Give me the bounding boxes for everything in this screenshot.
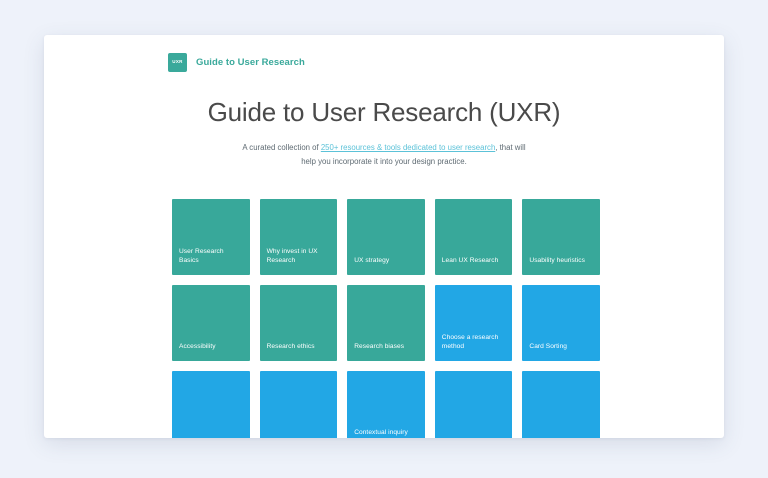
topic-tile[interactable]: Contextual inquiry (347, 371, 425, 438)
brand-logo-label: UXR (172, 58, 183, 64)
topic-tile-label: Card Sorting (529, 343, 568, 351)
topic-tile-label: UX strategy (354, 257, 390, 265)
hero-section: Guide to User Research (UXR) A curated c… (44, 97, 724, 168)
topic-tile-label: Contextual inquiry (354, 429, 408, 437)
topic-tile-grid: User Research Basics Why invest in UX Re… (172, 199, 600, 438)
topic-tile-label: Lean UX Research (441, 257, 499, 265)
resources-link[interactable]: 250+ resources & tools dedicated to user… (320, 143, 496, 153)
topic-tile[interactable]: Choose a research method (434, 285, 513, 361)
topic-tile-label: Research biases (354, 343, 405, 351)
topic-tile-label: Usability heuristics (529, 257, 585, 265)
topic-tile[interactable]: Lean UX Research (434, 199, 513, 275)
uxr-logo-icon: UXR (168, 52, 187, 72)
topic-tile[interactable] (522, 371, 600, 438)
topic-tile-label: Why invest in UX Research (266, 247, 318, 265)
site-header: UXR Guide to User Research (44, 35, 724, 89)
topic-tile[interactable]: Why invest in UX Research (259, 199, 338, 275)
topic-tile[interactable]: Research ethics (259, 285, 338, 361)
topic-tile[interactable]: UX strategy (347, 199, 425, 275)
topic-tile-label: Choose a research method (441, 333, 499, 351)
topic-tile[interactable]: Accessibility (172, 285, 250, 361)
topic-tile[interactable] (172, 371, 250, 438)
topic-tile[interactable]: Research biases (347, 285, 425, 361)
brand-name-label: Guide to User Research (196, 56, 305, 68)
subtitle-text-after: , that will help you incorporate it into… (301, 143, 526, 166)
topic-tile-label: Research ethics (266, 343, 315, 351)
topic-tile[interactable] (434, 371, 513, 438)
subtitle-text-before: A curated collection of (242, 143, 321, 153)
topic-tile-label: Accessibility (179, 343, 216, 351)
topic-tile-label: User Research Basics (179, 247, 224, 265)
topic-tile[interactable] (259, 371, 338, 438)
page-subtitle: A curated collection of 250+ resources &… (234, 141, 534, 168)
page-title: Guide to User Research (UXR) (207, 97, 561, 127)
topic-tile[interactable]: Usability heuristics (522, 199, 600, 275)
page-card: UXR Guide to User Research Guide to User… (44, 35, 724, 438)
topic-tile[interactable]: User Research Basics (172, 199, 250, 275)
brand-link[interactable]: UXR Guide to User Research (168, 52, 305, 72)
topic-tile[interactable]: Card Sorting (522, 285, 600, 361)
